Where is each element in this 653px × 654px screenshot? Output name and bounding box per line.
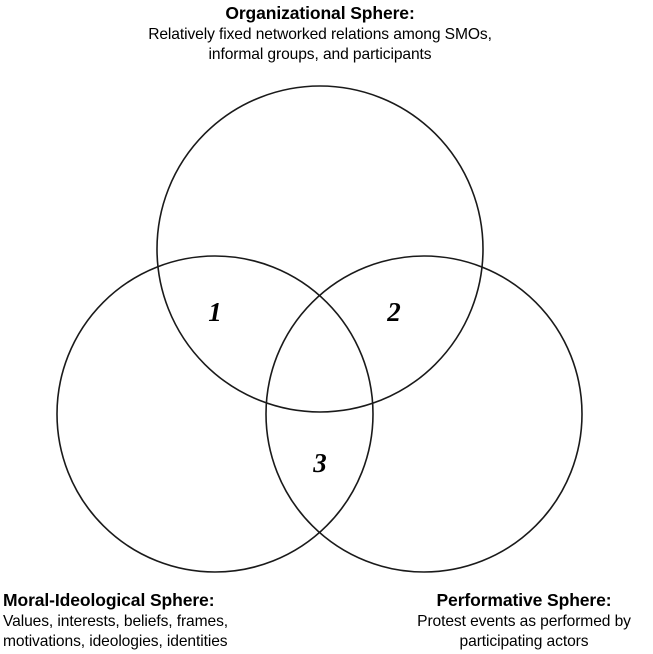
label-moral-ideological-sphere: Moral-Ideological Sphere: Values, intere…: [3, 589, 333, 652]
moral-ideological-sphere-title: Moral-Ideological Sphere:: [3, 590, 215, 610]
performative-sphere-description-line-2: participating actors: [459, 633, 589, 651]
moral-ideological-sphere-description-line-2: motivations, ideologies, identities: [3, 633, 228, 651]
organizational-sphere-description-line-1: Relatively fixed networked relations amo…: [148, 25, 492, 43]
label-performative-sphere: Performative Sphere: Protest events as p…: [398, 589, 650, 652]
circle-moral-ideological-sphere: [56, 255, 374, 573]
intersection-label-2: 2: [387, 297, 401, 327]
organizational-sphere-title: Organizational Sphere:: [225, 3, 415, 23]
intersection-label-1: 1: [208, 297, 222, 327]
circle-organizational-sphere: [156, 85, 484, 413]
performative-sphere-title: Performative Sphere:: [436, 590, 612, 610]
performative-sphere-description-line-1: Protest events as performed by: [417, 612, 631, 630]
label-organizational-sphere: Organizational Sphere: Relatively fixed …: [84, 2, 556, 65]
moral-ideological-sphere-description-line-1: Values, interests, beliefs, frames,: [3, 612, 229, 630]
circle-performative-sphere: [265, 255, 583, 573]
organizational-sphere-description-line-2: informal groups, and participants: [208, 46, 432, 64]
intersection-label-3: 3: [313, 448, 327, 478]
